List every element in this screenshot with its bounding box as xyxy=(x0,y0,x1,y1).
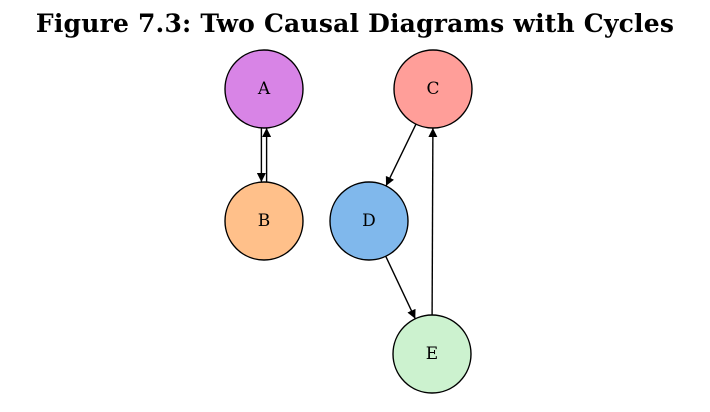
figure-title: Figure 7.3: Two Causal Diagrams with Cyc… xyxy=(35,9,675,38)
node-e: E xyxy=(392,314,472,394)
node-b: B xyxy=(224,181,304,261)
node-c-label: C xyxy=(426,79,439,99)
node-e-circle xyxy=(392,314,472,394)
edges-layer xyxy=(256,123,438,320)
node-c-circle xyxy=(393,49,473,129)
node-d-label: D xyxy=(362,211,376,231)
edge-c-to-d xyxy=(385,123,417,187)
node-a: A xyxy=(224,49,304,129)
node-a-circle xyxy=(224,49,304,129)
nodes-layer: A B C D E xyxy=(224,49,473,394)
node-a-label: A xyxy=(257,79,271,99)
node-c: C xyxy=(393,49,473,129)
node-b-circle xyxy=(224,181,304,261)
node-d: D xyxy=(329,181,409,261)
edge-d-to-e xyxy=(385,255,416,320)
node-b-label: B xyxy=(258,211,271,231)
node-e-label: E xyxy=(426,344,438,364)
node-d-circle xyxy=(329,181,409,261)
edge-e-to-c xyxy=(428,127,438,316)
